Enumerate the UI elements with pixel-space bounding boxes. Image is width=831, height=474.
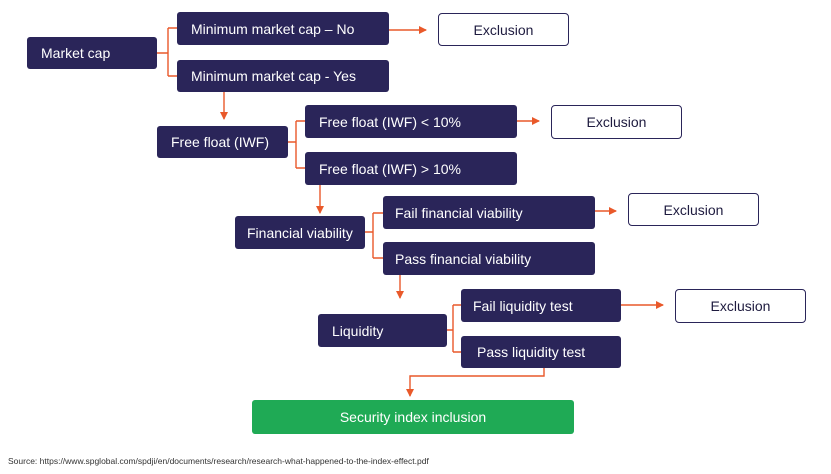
node-exclusion-1: Exclusion bbox=[438, 13, 569, 46]
node-exclusion-2: Exclusion bbox=[551, 105, 682, 139]
node-label: Free float (IWF) < 10% bbox=[319, 113, 461, 130]
node-exclusion-4: Exclusion bbox=[675, 289, 806, 323]
source-note: Source: https://www.spglobal.com/spdji/e… bbox=[8, 456, 429, 466]
node-pass-liquidity: Pass liquidity test bbox=[461, 336, 621, 368]
node-label: Minimum market cap – No bbox=[191, 20, 355, 37]
node-ff-lt-10: Free float (IWF) < 10% bbox=[305, 105, 517, 138]
node-exclusion-3: Exclusion bbox=[628, 193, 759, 226]
node-free-float: Free float (IWF) bbox=[157, 126, 288, 158]
node-label: Pass liquidity test bbox=[477, 344, 586, 360]
node-ff-gt-10: Free float (IWF) > 10% bbox=[305, 152, 517, 185]
node-pass-financial: Pass financial viability bbox=[383, 242, 595, 275]
node-min-cap-no: Minimum market cap – No bbox=[177, 12, 389, 45]
node-label: Security index inclusion bbox=[339, 409, 487, 425]
node-label: Free float (IWF) bbox=[171, 134, 270, 150]
node-market-cap: Market cap bbox=[27, 37, 157, 69]
node-label: Financial viability bbox=[247, 224, 353, 241]
node-label: Liquidity bbox=[332, 322, 384, 339]
node-label: Market cap bbox=[41, 45, 111, 61]
node-fail-liquidity: Fail liquidity test bbox=[461, 289, 621, 322]
node-min-cap-yes: Minimum market cap - Yes bbox=[177, 60, 389, 92]
node-label: Exclusion bbox=[586, 114, 647, 130]
arrow-pass-liq-inclusion bbox=[406, 368, 545, 397]
node-security-index-inclusion: Security index inclusion bbox=[252, 400, 574, 434]
bracket-free-float bbox=[288, 120, 305, 169]
bracket-financial bbox=[365, 212, 383, 259]
bracket-market-cap bbox=[157, 27, 177, 77]
node-label: Exclusion bbox=[710, 298, 771, 314]
node-financial-viability: Financial viability bbox=[235, 216, 365, 249]
node-label: Exclusion bbox=[473, 21, 534, 38]
node-label: Minimum market cap - Yes bbox=[191, 68, 356, 84]
node-label: Fail financial viability bbox=[395, 204, 523, 221]
bracket-liquidity bbox=[447, 304, 461, 353]
node-label: Fail liquidity test bbox=[473, 297, 573, 314]
node-label: Pass financial viability bbox=[395, 250, 532, 267]
node-label: Free float (IWF) > 10% bbox=[319, 160, 461, 177]
node-fail-financial: Fail financial viability bbox=[383, 196, 595, 229]
node-liquidity: Liquidity bbox=[318, 314, 447, 347]
node-label: Exclusion bbox=[663, 201, 724, 218]
